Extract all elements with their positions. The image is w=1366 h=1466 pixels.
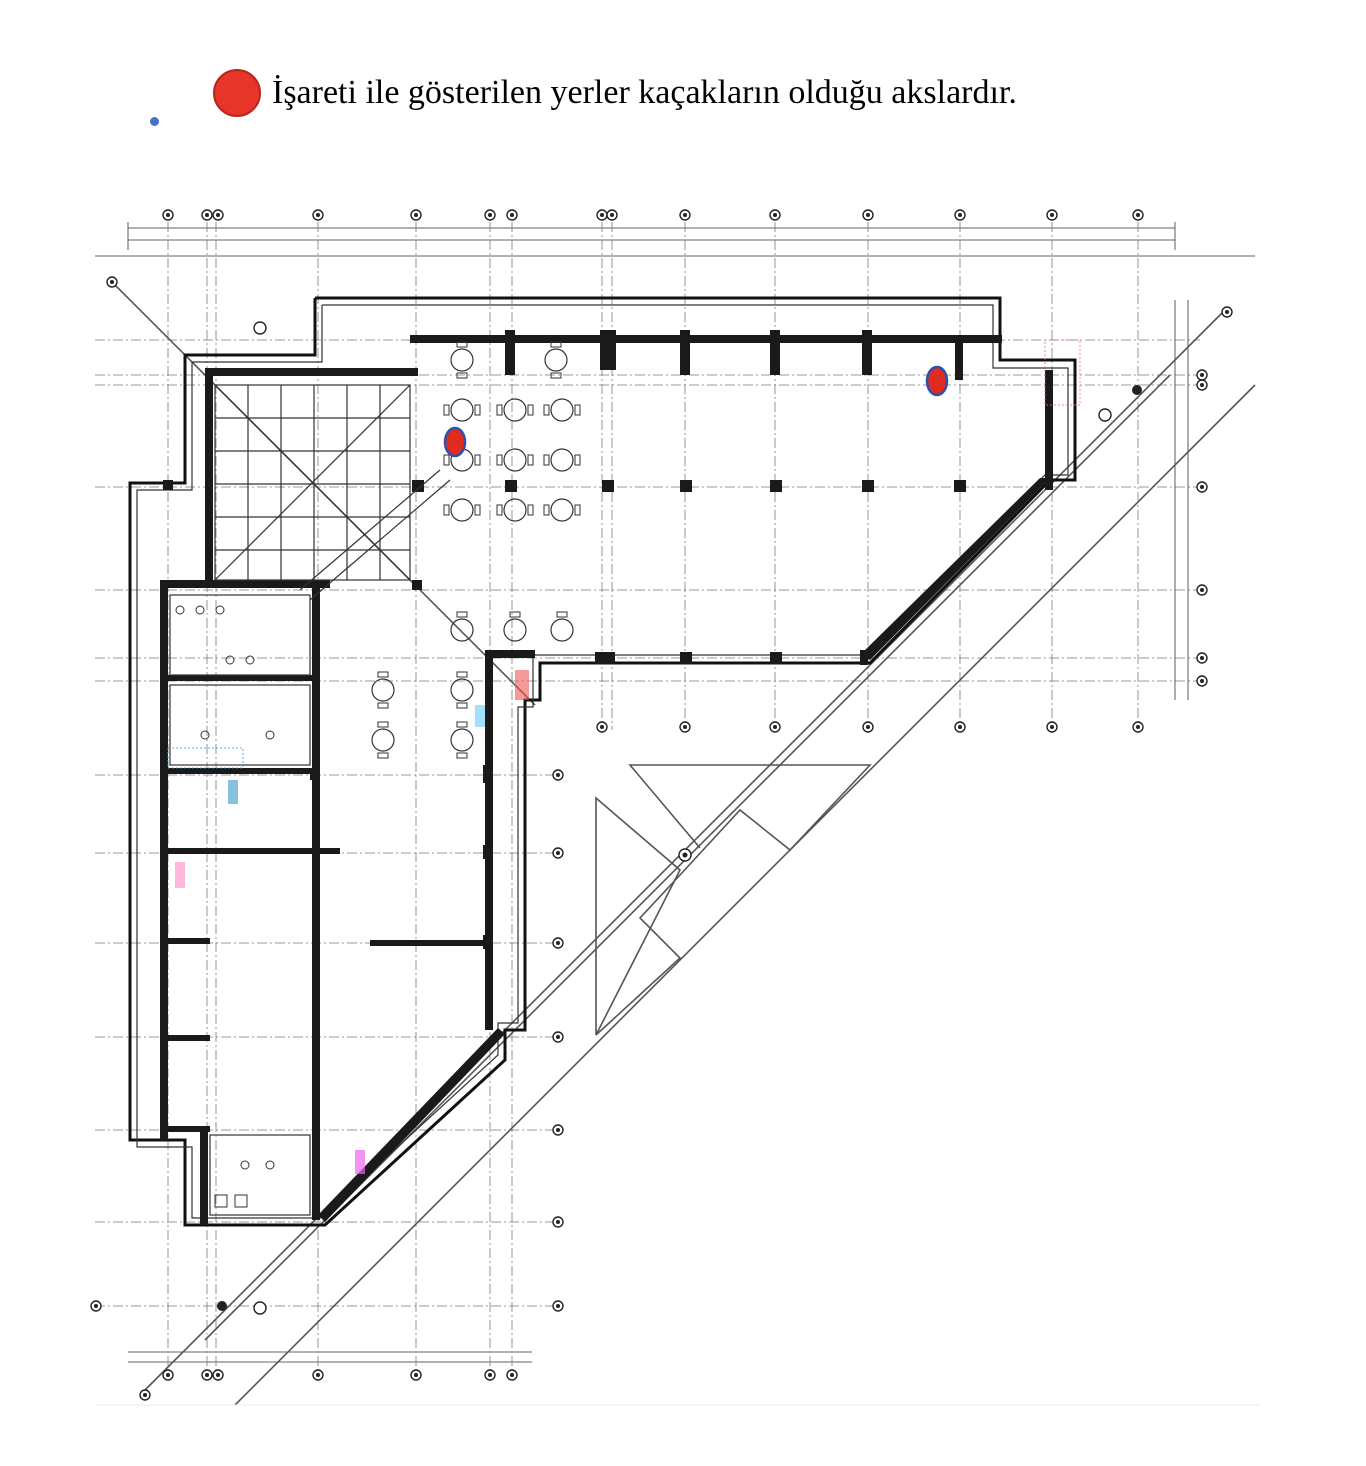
grid-bubbles-top <box>162 209 1144 221</box>
restroom-fixtures <box>169 594 311 1216</box>
chairs <box>377 341 581 759</box>
table-row-2 <box>450 398 574 422</box>
right-dimension-lines <box>1174 300 1189 700</box>
section-markers <box>106 276 1233 1401</box>
grid-bubbles-mid <box>596 721 1144 733</box>
building-outline <box>128 296 1077 1227</box>
cafe-tables <box>371 341 581 759</box>
table-row-6 <box>371 678 474 702</box>
legend-text: İşareti ile gösterilen yerler kaçakların… <box>272 74 1017 111</box>
table-row-7 <box>371 728 474 752</box>
legend-area: İşareti ile gösterilen yerler kaçakların… <box>0 0 1366 150</box>
grid-bubbles-left-wing <box>90 769 564 1312</box>
leak-marker-cafe-area <box>443 426 467 458</box>
grid-bubbles-bottom <box>162 1369 518 1381</box>
bottom-dimension-lines <box>128 1351 532 1363</box>
small-blue-dot <box>150 117 159 126</box>
leak-marker-north-wall <box>925 365 949 397</box>
table-row-1 <box>450 348 568 372</box>
site-boundary <box>109 279 1256 1406</box>
top-dimension-lines <box>95 222 1255 257</box>
grid-bubbles-right <box>1196 369 1208 687</box>
table-row-4 <box>450 498 574 522</box>
drawing-highlights <box>167 339 1081 1174</box>
structural-columns <box>163 330 966 949</box>
table-row-5 <box>450 618 574 642</box>
atrium-grid <box>214 384 451 601</box>
red-circle-legend-icon <box>213 69 261 117</box>
